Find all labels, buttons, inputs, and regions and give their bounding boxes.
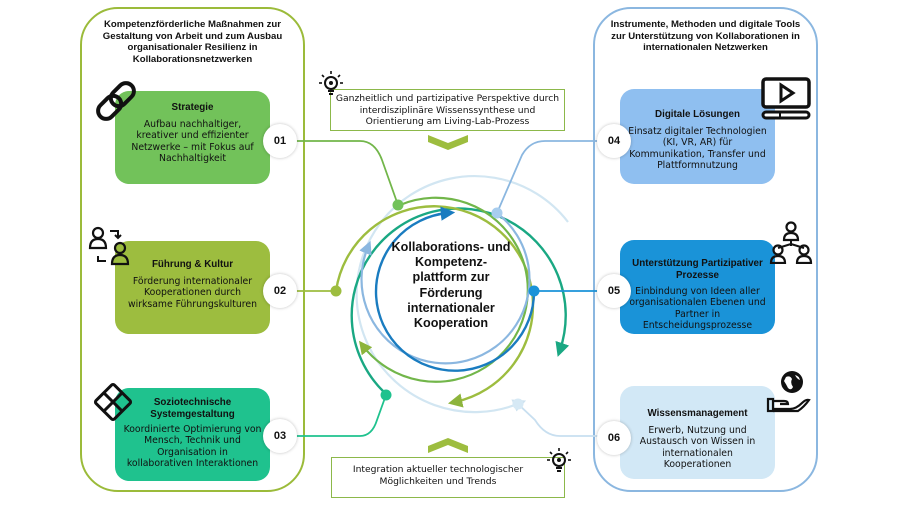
- connector-dot-02: [330, 285, 342, 297]
- ring-light-blue: [359, 212, 531, 365]
- puzzle-icon: [93, 382, 133, 422]
- chevron-down-icon: [428, 135, 468, 150]
- card-text: Förderung internationaler Kooperationen …: [128, 276, 257, 310]
- number-badge-01: 01: [263, 124, 297, 158]
- ring-blue: [374, 206, 536, 372]
- card-text: Aufbau nachhaltiger, kreativer und effiz…: [131, 119, 254, 165]
- chevron-up-icon: [428, 438, 468, 453]
- connector-dot-05: [528, 285, 540, 297]
- center-title: Kollaborations- und Kompetenz- plattform…: [391, 240, 511, 331]
- card-title: Führung & Kultur: [151, 259, 234, 270]
- card-fuehrung-kultur: Führung & Kultur Förderung international…: [115, 241, 270, 334]
- ring-teal: [350, 207, 570, 395]
- ring-green: [358, 196, 529, 383]
- people-exchange-icon: [88, 226, 130, 266]
- ring-olive: [334, 205, 535, 408]
- top-note: Ganzheitlich und partizipative Perspekti…: [330, 89, 565, 131]
- number-badge-04: 04: [597, 124, 631, 158]
- bottom-note: Integration aktueller technologischer Mö…: [331, 457, 565, 498]
- ring-outer-pale: [355, 174, 569, 414]
- number-badge-05: 05: [597, 274, 631, 308]
- video-screen-icon: [761, 77, 811, 120]
- card-title: Soziotechnische Systemgestaltung: [150, 397, 235, 420]
- card-title: Digitale Lösungen: [655, 109, 740, 120]
- connector-03: [296, 394, 387, 437]
- number-badge-02: 02: [263, 274, 297, 308]
- connector-01: [296, 140, 399, 206]
- number-badge-06: 06: [597, 421, 631, 455]
- left-panel-title: Kompetenzförderliche Maßnahmen zur Gesta…: [102, 19, 283, 65]
- network-people-icon: [769, 221, 813, 264]
- connector-dot-04: [491, 207, 503, 219]
- globe-hand-icon: [766, 371, 811, 413]
- chain-link-icon: [96, 81, 136, 121]
- connector-06: [517, 403, 614, 437]
- card-text: Koordinierte Optimierung von Mensch, Tec…: [123, 424, 262, 470]
- card-title: Wissensmanagement: [647, 408, 748, 419]
- connector-dot-01: [392, 199, 404, 211]
- card-soziotechnische-systemgestaltung: Soziotechnische Systemgestaltung Koordin…: [115, 388, 270, 481]
- connector-04: [496, 140, 614, 214]
- card-text: Einbindung von Ideen aller organisationa…: [629, 286, 766, 332]
- card-digitale-loesungen: Digitale Lösungen Einsatz digitaler Tech…: [620, 89, 775, 184]
- lightbulb-icon: [319, 71, 343, 95]
- right-panel-title: Instrumente, Methoden und digitale Tools…: [610, 19, 801, 53]
- lightbulb-icon: [547, 448, 571, 472]
- connector-dot-03: [380, 389, 392, 401]
- card-wissensmanagement: Wissensmanagement Erwerb, Nutzung und Au…: [620, 386, 775, 479]
- card-strategie: Strategie Aufbau nachhaltiger, kreativer…: [115, 91, 270, 184]
- card-text: Einsatz digitaler Technologien (KI, VR, …: [628, 126, 767, 172]
- connector-dot-06: [512, 398, 524, 410]
- card-text: Erwerb, Nutzung und Austausch von Wissen…: [639, 425, 756, 471]
- number-badge-03: 03: [263, 419, 297, 453]
- card-title: Strategie: [171, 102, 214, 113]
- card-unterstuetzung-partizipativer-prozesse: Unterstützung Partizipativer Prozesse Ei…: [620, 240, 775, 334]
- card-title: Unterstützung Partizipativer Prozesse: [632, 258, 763, 281]
